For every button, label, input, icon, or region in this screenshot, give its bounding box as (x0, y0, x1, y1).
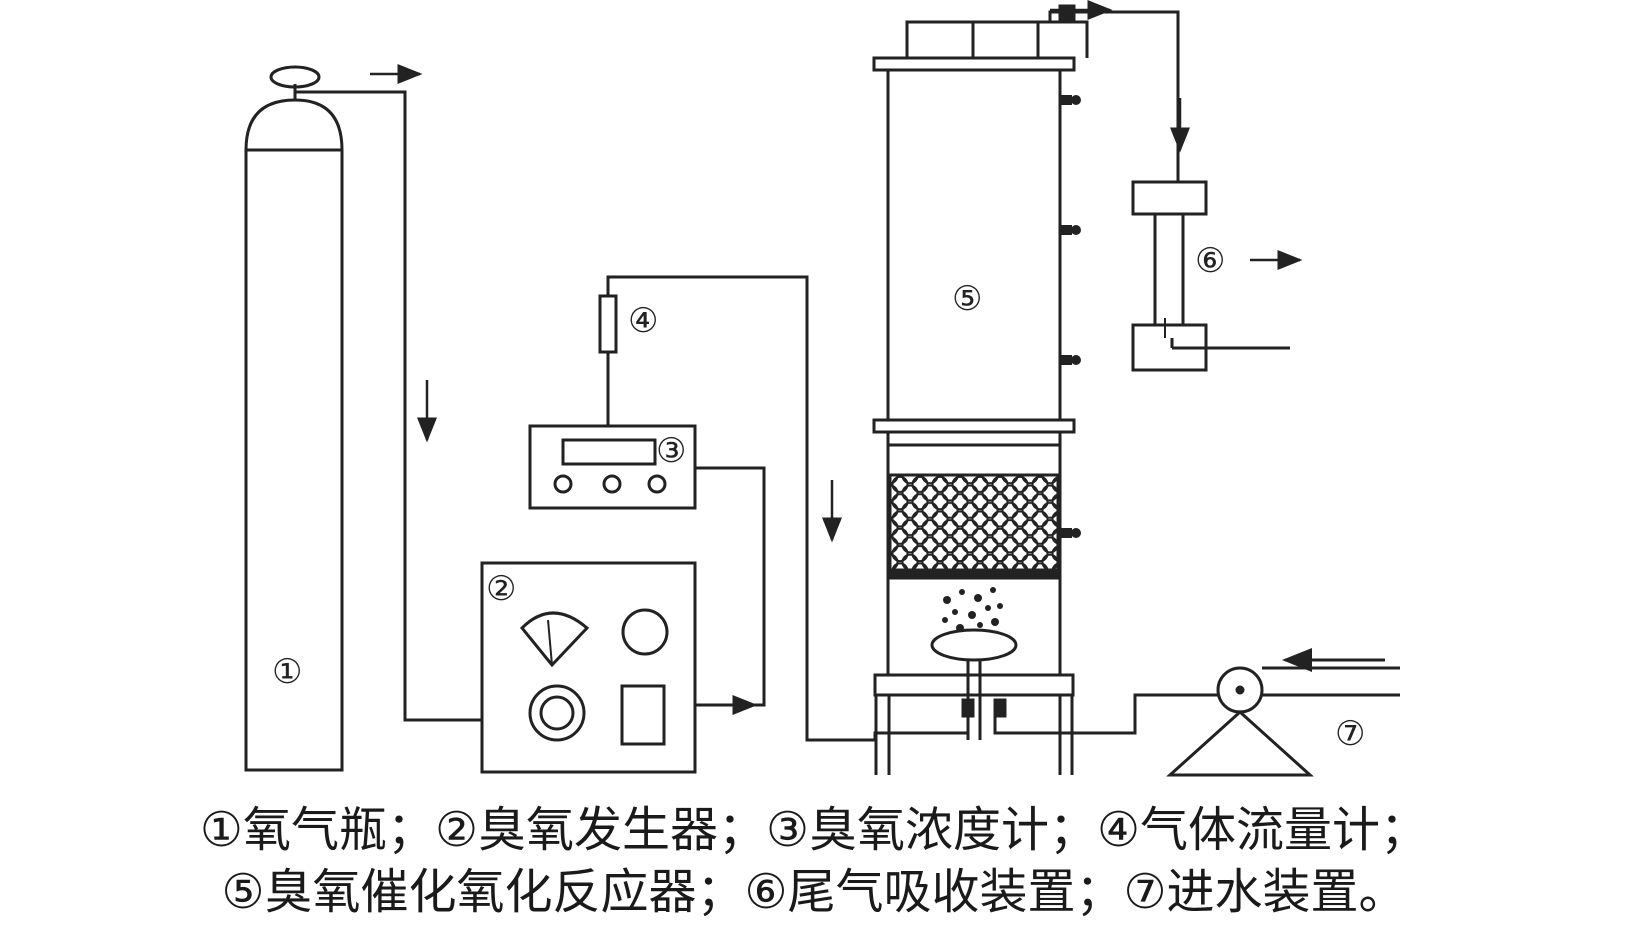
pipe-generator-to-meter (695, 466, 766, 707)
gauge-icon (519, 611, 590, 668)
label-gas-flowmeter: ④ (628, 301, 658, 341)
gas-diffuser (930, 628, 1018, 662)
caption-line-2: ⑤臭氧催化氧化反应器；⑥尾气吸收装置；⑦进水装置。 (221, 864, 1407, 920)
label-tail-gas-absorber: ⑥ (1195, 241, 1225, 281)
pipe-meter-to-reactor (606, 275, 875, 742)
pipe-reactor-to-absorber (1048, 4, 1180, 182)
switch-panel (620, 684, 666, 746)
label-oxygen-cylinder: ① (272, 652, 302, 692)
pipe-cylinder-to-generator (295, 90, 482, 722)
meter-display (561, 438, 657, 466)
power-knob-icon (528, 684, 586, 742)
cylinder-valve-handwheel (269, 65, 321, 89)
label-reactor: ⑤ (952, 279, 982, 319)
caption-line-1: ①氧气瓶；②臭氧发生器；③臭氧浓度计；④气体流量计； (199, 802, 1429, 858)
label-water-inlet: ⑦ (1335, 714, 1365, 754)
tail-gas-absorber (1131, 180, 1290, 372)
reactor (872, 20, 1120, 775)
water-inlet-pump (1120, 666, 1400, 777)
label-ozone-meter: ③ (656, 431, 686, 471)
sampling-ports (1060, 95, 1081, 538)
ozone-generator (480, 561, 697, 774)
ozone-concentration-meter (528, 424, 697, 510)
gas-bubbles (942, 587, 1003, 632)
oxygen-cylinder (244, 65, 344, 772)
indicator-light-icon (621, 608, 669, 656)
gas-flowmeter (598, 294, 618, 354)
catalyst-bed (888, 473, 1060, 572)
label-ozone-generator: ② (486, 569, 516, 609)
